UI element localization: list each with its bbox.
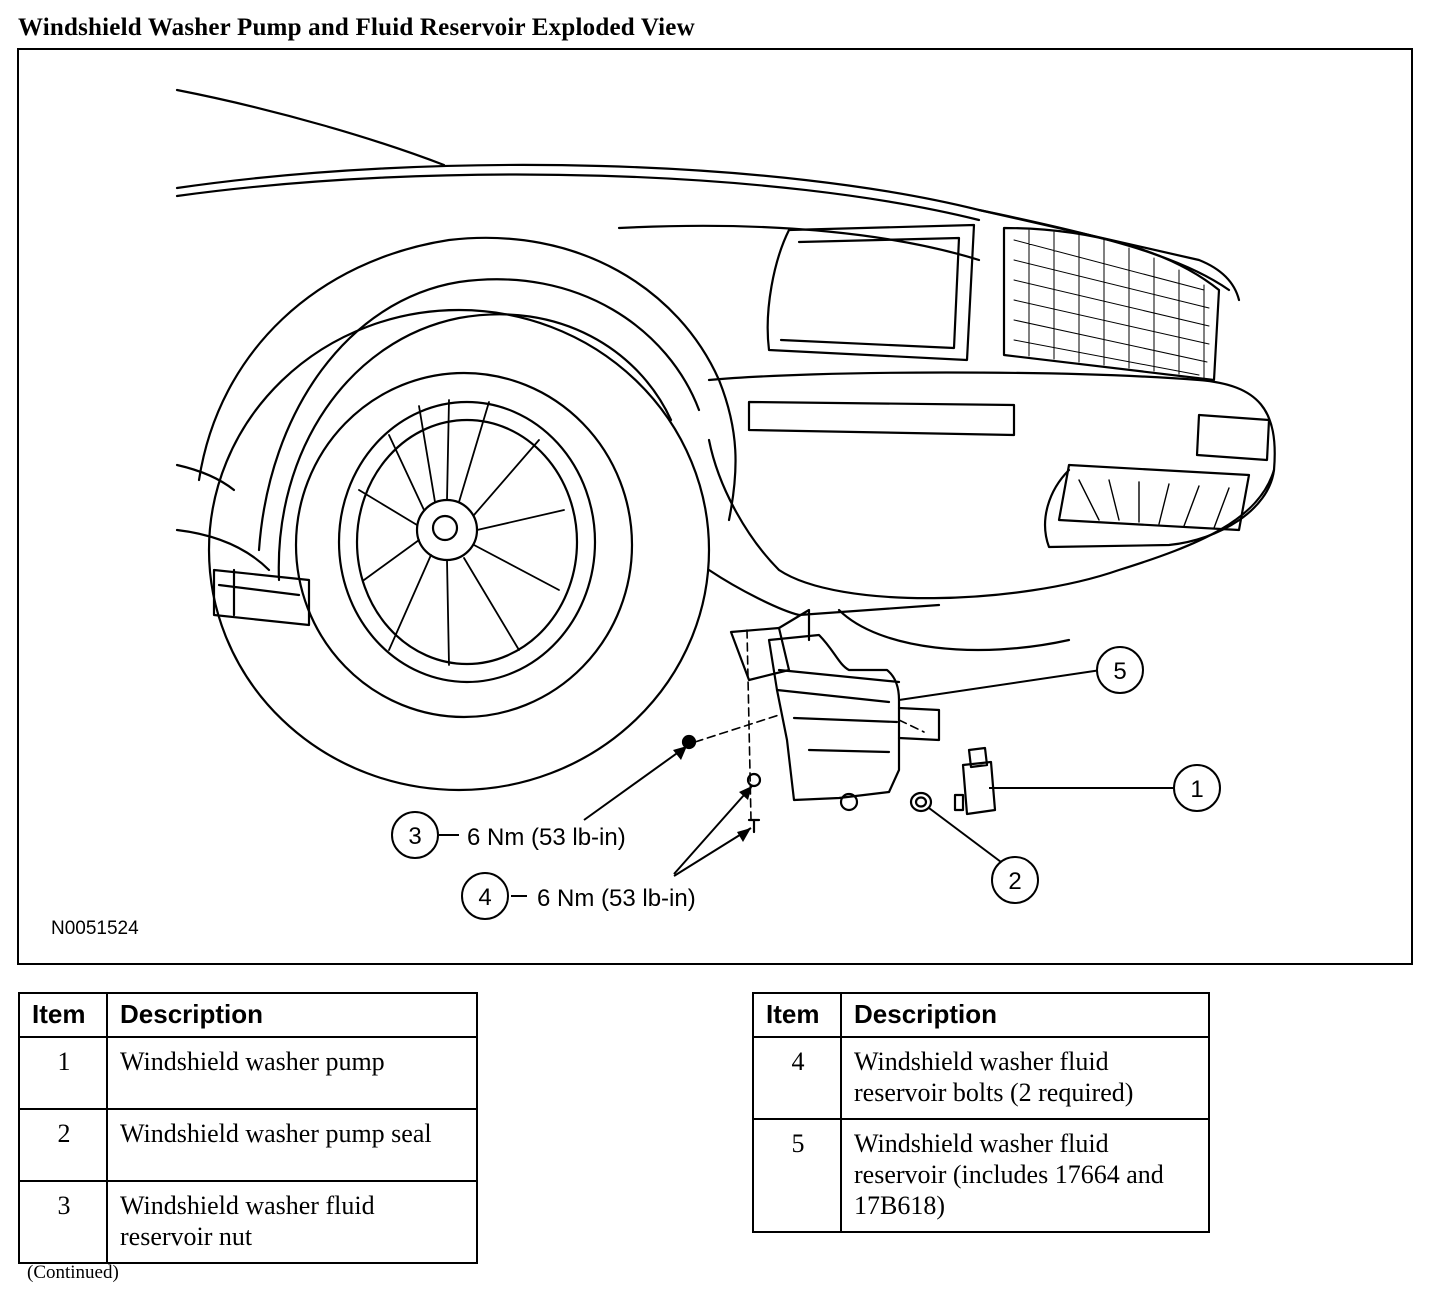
reservoir-bolt-upper [746,772,762,788]
body-side-line-2 [175,528,271,572]
exploded-view-drawing: 1 2 3 4 5 6 Nm (53 lb-in) 6 Nm (53 lb-in… [51,88,1276,939]
wheel-spokes [358,399,565,666]
alignment-line-nut [694,714,780,743]
table-header-row: Item Description [18,992,478,1038]
item-description: Windshield washer fluid reservoir (inclu… [840,1118,1210,1233]
washer-pump-seal-inner [914,796,928,808]
item-number: 4 [752,1036,842,1120]
fender-arch-lip [277,313,673,582]
wheel-hub-center [431,514,459,542]
item-column-header: Item [752,992,842,1038]
washer-pump-nozzle [953,793,965,812]
wheel-rim-inner [355,418,579,666]
figure-id: N0051524 [51,918,139,939]
callout-4-number: 4 [478,884,491,911]
reservoir-bracket [729,626,791,682]
reservoir-nut [681,734,697,750]
grille-mesh [1013,229,1210,379]
page-title: Windshield Washer Pump and Fluid Reservo… [18,14,695,41]
alignment-line-tab [898,719,925,733]
leader-line-2 [928,807,1010,869]
fender-arch-outer [197,236,737,522]
hood-top-line-2 [175,173,981,222]
callout-2-number: 2 [1008,868,1021,895]
fog-lamp-slot [747,400,1016,437]
item-description: Windshield washer pump seal [106,1108,478,1182]
windshield-line [175,88,446,167]
callout-circle-3 [391,811,439,859]
item-number: 3 [18,1180,108,1264]
parts-table-right: Item Description 4 Windshield washer flu… [752,992,1210,1233]
item-number: 5 [752,1118,842,1233]
table-row: 3 Windshield washer fluid reservoir nut [18,1180,478,1264]
reservoir-bolt-lower [747,818,761,834]
callout-circle-2 [991,856,1039,904]
callout-5-number: 5 [1113,658,1126,685]
table-row: 1 Windshield washer pump [18,1036,478,1110]
callout-3-number: 3 [408,823,421,850]
arrowhead-3 [673,746,687,760]
item-description: Windshield washer fluid reservoir bolts … [840,1036,1210,1120]
lower-grille [1057,463,1251,532]
wheel-rim [337,400,597,684]
item-number: 2 [18,1108,108,1182]
leader-line-5 [898,669,1102,701]
parts-table-left: Item Description 1 Windshield washer pum… [18,992,478,1264]
callout-4-torque: 6 Nm (53 lb-in) [537,885,696,912]
continued-note: (Continued) [27,1262,119,1283]
headlamp-inner [779,236,961,350]
underbody-line [707,568,941,617]
front-tire-sidewall [294,371,634,719]
item-description: Windshield washer pump [106,1036,478,1110]
table-row: 5 Windshield washer fluid reservoir (inc… [752,1118,1210,1233]
reservoir-filler-neck [777,608,811,642]
description-column-header: Description [106,992,478,1038]
exploded-view-figure: 1 2 3 4 5 6 Nm (53 lb-in) 6 Nm (53 lb-in… [17,48,1413,965]
arrowhead-4b [737,828,751,842]
washer-pump-connector [967,746,989,769]
callout-3-torque: 6 Nm (53 lb-in) [467,824,626,851]
description-column-header: Description [840,992,1210,1038]
reservoir-front-face [792,716,899,754]
body-side-line [175,463,236,492]
item-number: 1 [18,1036,108,1110]
leader-line-4 [511,785,753,897]
washer-pump [961,760,997,816]
front-bumper [707,371,1276,549]
table-row: 2 Windshield washer pump seal [18,1108,478,1182]
reservoir-top [775,668,901,704]
callout-circle-5 [1096,646,1144,694]
hood-top-line [175,163,1231,292]
hood-front-edge [977,208,1241,302]
wheel-hub [415,498,479,562]
fender-arch-inner [257,278,701,552]
license-plate-bracket [1195,413,1271,462]
arrowhead-4a [739,786,752,800]
washer-pump-seal [909,791,933,813]
jack-stand [212,568,311,627]
table-header-row: Item Description [752,992,1210,1038]
bumper-lower [707,438,1276,600]
lower-grille-bars [1078,479,1230,529]
opposite-tire-edge [837,608,1071,652]
hood-crease [617,224,981,262]
callout-circle-1 [1173,764,1221,812]
headlamp [766,223,976,362]
callout-circle-4 [461,872,509,920]
reservoir-tab [897,706,941,742]
item-description: Windshield washer fluid reservoir nut [106,1180,478,1264]
table-row: 4 Windshield washer fluid reservoir bolt… [752,1036,1210,1120]
reservoir-body [767,633,901,802]
reservoir-outlet [839,792,859,812]
callout-1-number: 1 [1190,776,1203,803]
leader-line-3 [439,745,688,836]
front-tire [207,308,711,792]
item-column-header: Item [18,992,108,1038]
